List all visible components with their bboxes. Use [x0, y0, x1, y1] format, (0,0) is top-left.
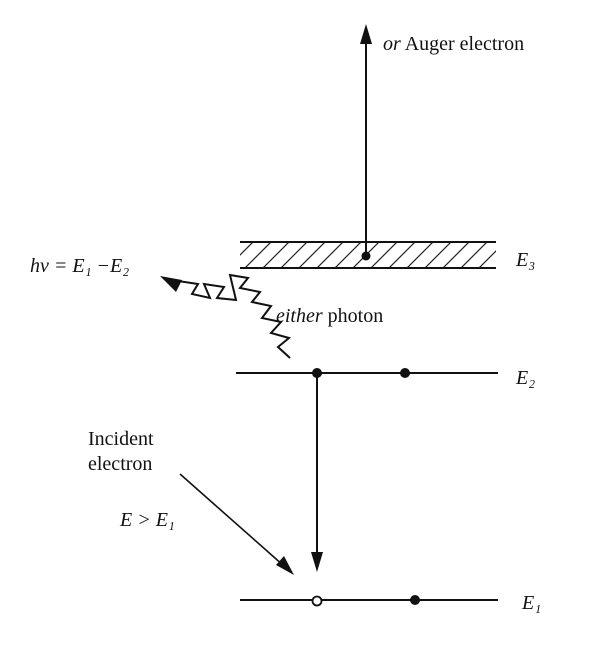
photon-label: either photon	[276, 305, 383, 327]
level-e3-label: E₃	[515, 249, 535, 271]
vacancy-e1	[311, 595, 323, 607]
photon-wavy-arrow	[160, 273, 292, 359]
photon-arrowhead	[160, 276, 182, 292]
photon-label-text: photon	[328, 305, 384, 327]
photon-either-word: either	[276, 305, 323, 327]
auger-label-text: Auger electron	[405, 33, 524, 55]
hv-equation: hν = E₁ −E₂	[30, 255, 129, 277]
auger-or-word: or	[383, 33, 401, 55]
incident-label-line1: Incident	[88, 428, 154, 450]
level-e2-label: E₂	[515, 367, 535, 389]
incident-label-line2: electron	[88, 453, 152, 475]
auger-label: or Auger electron	[383, 33, 524, 55]
transition-arrow-e2-to-e1	[311, 374, 323, 572]
electron-e2-right	[400, 368, 410, 378]
level-e3-band	[240, 241, 496, 269]
incident-electron-arrow	[179, 473, 294, 575]
electron-e1-right	[410, 595, 420, 605]
level-e1-label: E₁	[521, 592, 541, 614]
electron-e2-left	[312, 368, 322, 378]
energy-condition-label: E > E₁	[119, 509, 175, 531]
auger-electron-arrow	[360, 24, 372, 256]
electron-e3	[361, 251, 371, 261]
